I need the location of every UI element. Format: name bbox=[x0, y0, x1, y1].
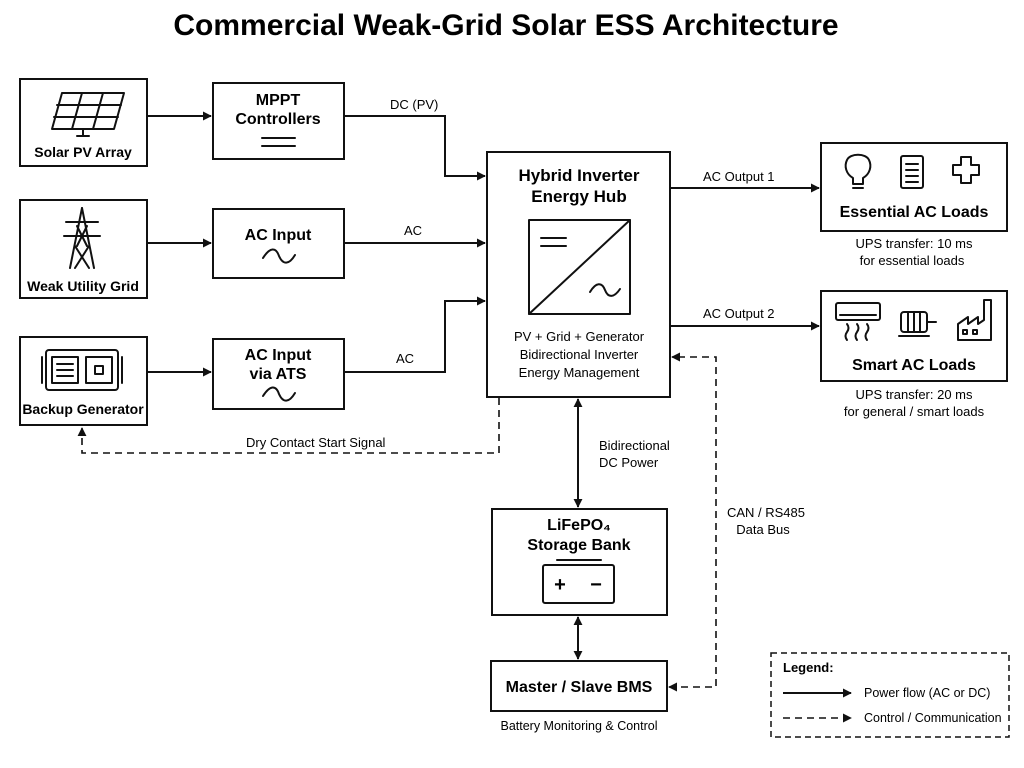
ac-input-ats-box: AC Input via ATS bbox=[212, 338, 345, 410]
mppt-controllers-box: MPPT Controllers bbox=[212, 82, 345, 160]
hub-desc-line2: Bidirectional Inverter bbox=[520, 347, 639, 362]
page-title: Commercial Weak-Grid Solar ESS Architect… bbox=[173, 9, 838, 42]
ac-input-label: AC Input bbox=[245, 227, 312, 244]
label-can-line2: Data Bus bbox=[736, 522, 790, 537]
solar-panel-icon bbox=[51, 92, 125, 137]
medical-cross-icon bbox=[952, 156, 980, 184]
label-ac-1: AC bbox=[404, 223, 422, 238]
label-dc-pv: DC (PV) bbox=[390, 97, 438, 112]
solar-pv-array-label: Solar PV Array bbox=[34, 144, 132, 160]
backup-generator-label: Backup Generator bbox=[22, 401, 144, 417]
connector-can-rs485-bus bbox=[668, 352, 717, 692]
battery-icon: + − bbox=[542, 559, 615, 604]
mppt-label-line2: Controllers bbox=[235, 111, 320, 128]
legend-control-label: Control / Communication bbox=[864, 711, 1002, 725]
smart-note-line2: for general / smart loads bbox=[844, 404, 985, 419]
hub-title-line1: Hybrid Inverter bbox=[519, 166, 640, 185]
generator-icon bbox=[41, 349, 123, 391]
weak-utility-grid-box: Weak Utility Grid bbox=[19, 199, 148, 299]
legend-title: Legend: bbox=[783, 660, 834, 675]
inverter-symbol-icon bbox=[528, 219, 631, 315]
solar-pv-array-box: Solar PV Array bbox=[19, 78, 148, 167]
label-ac-2: AC bbox=[396, 351, 414, 366]
transmission-tower-icon bbox=[63, 207, 101, 269]
battery-minus: − bbox=[590, 574, 602, 596]
motor-icon bbox=[898, 311, 937, 337]
ats-label-line2: via ATS bbox=[250, 366, 307, 383]
essential-ac-loads-label: Essential AC Loads bbox=[840, 204, 989, 221]
ats-label-line1: AC Input bbox=[245, 347, 312, 364]
label-bidirectional-line2: DC Power bbox=[599, 455, 659, 470]
connector-ats-to-hub bbox=[344, 296, 486, 373]
ac-wave-icon bbox=[262, 248, 296, 264]
master-slave-bms-box: Master / Slave BMS bbox=[490, 660, 668, 712]
legend-power-label: Power flow (AC or DC) bbox=[864, 686, 990, 700]
weak-utility-grid-label: Weak Utility Grid bbox=[27, 278, 139, 294]
storage-title-line2: Storage Bank bbox=[527, 537, 630, 554]
air-conditioner-icon bbox=[835, 302, 881, 341]
smart-ac-loads-label: Smart AC Loads bbox=[852, 357, 976, 374]
label-bidirectional-line1: Bidirectional bbox=[599, 438, 670, 453]
connector-mppt-to-hub bbox=[344, 115, 486, 181]
hub-desc-line1: PV + Grid + Generator bbox=[514, 329, 645, 344]
document-icon bbox=[900, 155, 924, 189]
essential-note-line2: for essential loads bbox=[860, 253, 965, 268]
essential-note-line1: UPS transfer: 10 ms bbox=[855, 236, 973, 251]
label-can-line1: CAN / RS485 bbox=[727, 505, 805, 520]
label-ac-output-1: AC Output 1 bbox=[703, 169, 775, 184]
light-bulb-icon bbox=[844, 153, 872, 189]
essential-ac-loads-box: Essential AC Loads bbox=[820, 142, 1008, 232]
storage-title-line1: LiFePO₄ bbox=[547, 517, 611, 534]
smart-ac-loads-box: Smart AC Loads bbox=[820, 290, 1008, 382]
connector-dry-contact-signal bbox=[77, 398, 500, 454]
backup-generator-box: Backup Generator bbox=[19, 336, 148, 426]
hub-title-line2: Energy Hub bbox=[531, 187, 626, 206]
legend: Legend: Power flow (AC or DC) Control / … bbox=[770, 652, 1010, 738]
label-ac-output-2: AC Output 2 bbox=[703, 306, 775, 321]
bms-label: Master / Slave BMS bbox=[506, 679, 653, 696]
lifepo4-storage-bank-box: LiFePO₄ Storage Bank + − bbox=[491, 508, 668, 616]
hybrid-inverter-hub-box: Hybrid Inverter Energy Hub PV + Grid + G… bbox=[486, 151, 671, 398]
factory-icon bbox=[957, 299, 992, 341]
mppt-label-line1: MPPT bbox=[256, 92, 301, 109]
battery-plus: + bbox=[554, 574, 566, 596]
dc-symbol-icon bbox=[261, 137, 296, 147]
label-dry-contact: Dry Contact Start Signal bbox=[246, 435, 386, 450]
bms-note: Battery Monitoring & Control bbox=[500, 719, 657, 733]
ac-input-box: AC Input bbox=[212, 208, 345, 279]
hub-desc-line3: Energy Management bbox=[519, 365, 640, 380]
ac-wave-icon bbox=[262, 386, 296, 402]
smart-note-line1: UPS transfer: 20 ms bbox=[855, 387, 973, 402]
